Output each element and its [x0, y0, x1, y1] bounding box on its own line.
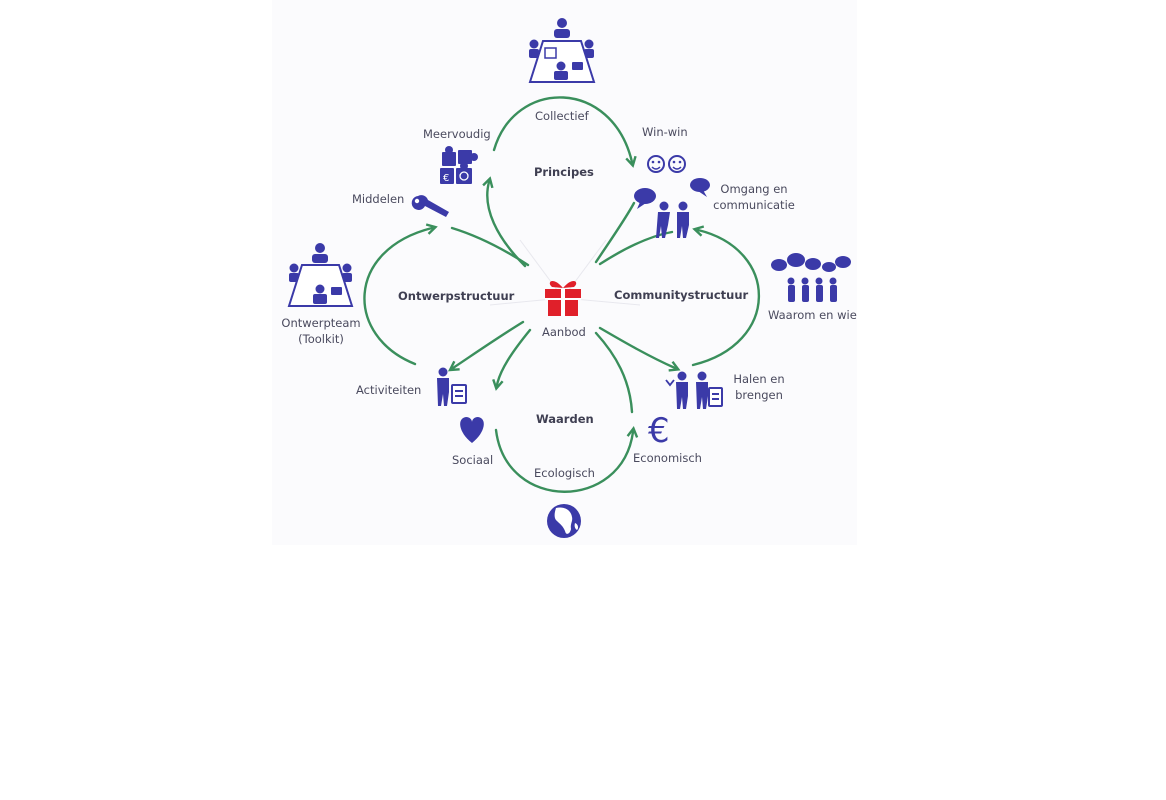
- label-waarom-en-wie: Waarom en wie: [768, 308, 857, 322]
- gift-icon: [545, 280, 581, 316]
- globe-icon: [547, 504, 581, 538]
- arrow-left-arc: [363, 223, 438, 366]
- label-omgang-line2: communicatie: [713, 198, 795, 212]
- lobe-label-principes: Principes: [534, 165, 594, 179]
- center-label-aanbod: Aanbod: [542, 325, 586, 339]
- label-halen-line2: brengen: [735, 388, 783, 402]
- arrow-bottom-left: [492, 328, 532, 391]
- label-ecologisch: Ecologisch: [534, 466, 595, 480]
- label-activiteiten: Activiteiten: [356, 383, 422, 397]
- label-economisch: Economisch: [633, 451, 702, 465]
- label-meervoudig: Meervoudig: [423, 127, 491, 141]
- arrow-left-bottom: [447, 320, 525, 372]
- label-ontwerpteam-line2: (Toolkit): [298, 332, 344, 346]
- arrow-bottom-right: [594, 331, 634, 414]
- arrow-left-top: [450, 226, 530, 267]
- label-halen-line1: Halen en: [733, 372, 785, 386]
- label-win-win: Win-win: [642, 125, 688, 139]
- meeting-table-icon: [528, 18, 596, 83]
- heart-icon: [460, 417, 484, 443]
- euro-icon: €: [648, 411, 670, 451]
- arrow-top-arc: [492, 96, 637, 168]
- lobe-label-communitystructuur: Communitystructuur: [614, 288, 749, 302]
- lobe-label-waarden: Waarden: [536, 412, 594, 426]
- person-document-icon: [437, 367, 467, 406]
- group-speech-icon: [771, 253, 851, 302]
- label-ontwerpteam-line1: Ontwerpteam: [281, 316, 361, 330]
- label-collectief: Collectief: [535, 109, 589, 123]
- arrow-right-arc: [691, 225, 760, 367]
- svg-text:€: €: [443, 173, 449, 184]
- arrow-top-right: [594, 201, 636, 264]
- lobe-label-ontwerpstructuur: Ontwerpstructuur: [398, 289, 515, 303]
- team-table-icon: [287, 243, 354, 307]
- smiley-faces-icon: [647, 155, 686, 173]
- label-sociaal: Sociaal: [452, 453, 494, 467]
- people-talking-icon: [634, 178, 710, 238]
- label-omgang-line1: Omgang en: [720, 182, 788, 196]
- arrow-right-bottom: [598, 326, 681, 372]
- people-exchange-icon: [665, 371, 723, 409]
- wrench-icon: [411, 195, 449, 217]
- arrow-bottom-arc: [494, 426, 639, 493]
- puzzle-icon: €: [440, 146, 478, 184]
- label-middelen: Middelen: [352, 192, 405, 206]
